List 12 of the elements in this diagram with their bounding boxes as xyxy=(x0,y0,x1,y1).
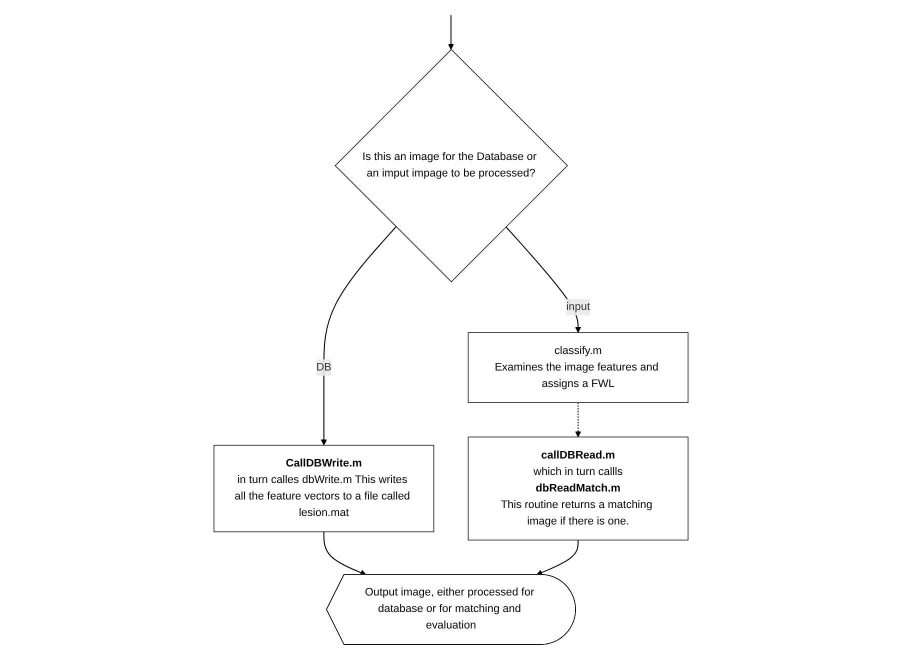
node-box: callDBRead.m which in turn callls dbReadMatch.m This routine returns a matching image if there is one. xyxy=(468,436,688,540)
edge-label: input xyxy=(566,300,590,313)
arrow xyxy=(320,226,396,446)
arrow xyxy=(448,15,454,50)
arrow xyxy=(506,226,582,333)
arrow xyxy=(323,532,366,576)
arrow xyxy=(536,540,579,576)
edge-label: DB xyxy=(316,361,332,374)
node-box: CallDBWrite.m in turn calles dbWrite.m This writes all the feature vectors to a file called lesion.mat xyxy=(214,444,434,532)
arrow xyxy=(575,402,582,438)
node-box: classify.m Examines the image features and assigns a FWL xyxy=(468,332,688,403)
node-diamond: Is this an image for the Database or an imput impage to be processed? xyxy=(334,48,568,282)
